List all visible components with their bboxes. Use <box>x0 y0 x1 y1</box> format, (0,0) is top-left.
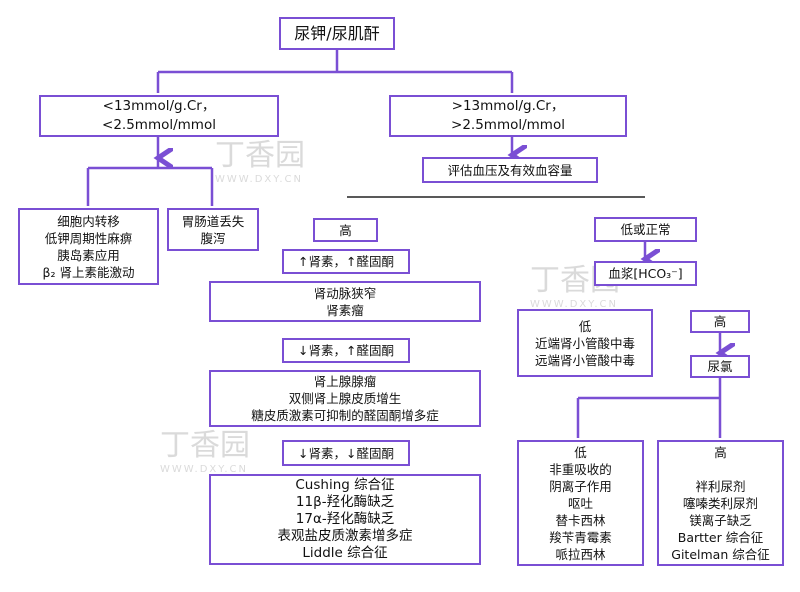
urine-chloride-node: 尿氯 <box>690 355 750 378</box>
low-threshold-node: <13mmol/g.Cr，<2.5mmol/mmol <box>39 95 279 137</box>
renin-up-aldo-up-node: ↑肾素，↑醛固酮 <box>282 249 410 274</box>
renin-down-aldo-up-node: ↓肾素，↑醛固酮 <box>282 338 410 363</box>
bp-high-node: 高 <box>313 218 378 242</box>
gi-loss-node: 胃肠道丢失腹泻 <box>167 208 259 251</box>
hco3-low-node: 低近端肾小管酸中毒远端肾小管酸中毒 <box>517 309 653 377</box>
high-threshold-node: >13mmol/g.Cr，>2.5mmol/mmol <box>389 95 627 137</box>
urine-cl-low-node: 低非重吸收的阴离子作用呕吐替卡西林羧苄青霉素哌拉西林 <box>517 440 644 566</box>
renin-down-aldo-up-causes-node: 肾上腺腺瘤双侧肾上腺皮质增生糖皮质激素可抑制的醛固酮增多症 <box>209 370 481 427</box>
plasma-hco3-node: 血浆[HCO₃⁻] <box>594 261 697 286</box>
renin-up-causes-node: 肾动脉狭窄肾素瘤 <box>209 281 481 322</box>
renin-down-aldo-down-node: ↓肾素，↓醛固酮 <box>282 440 410 466</box>
bp-low-normal-node: 低或正常 <box>594 217 697 242</box>
assess-bp-node: 评估血压及有效血容量 <box>422 157 598 183</box>
root-node: 尿钾/尿肌酐 <box>279 17 395 50</box>
hco3-high-node: 高 <box>690 310 750 333</box>
